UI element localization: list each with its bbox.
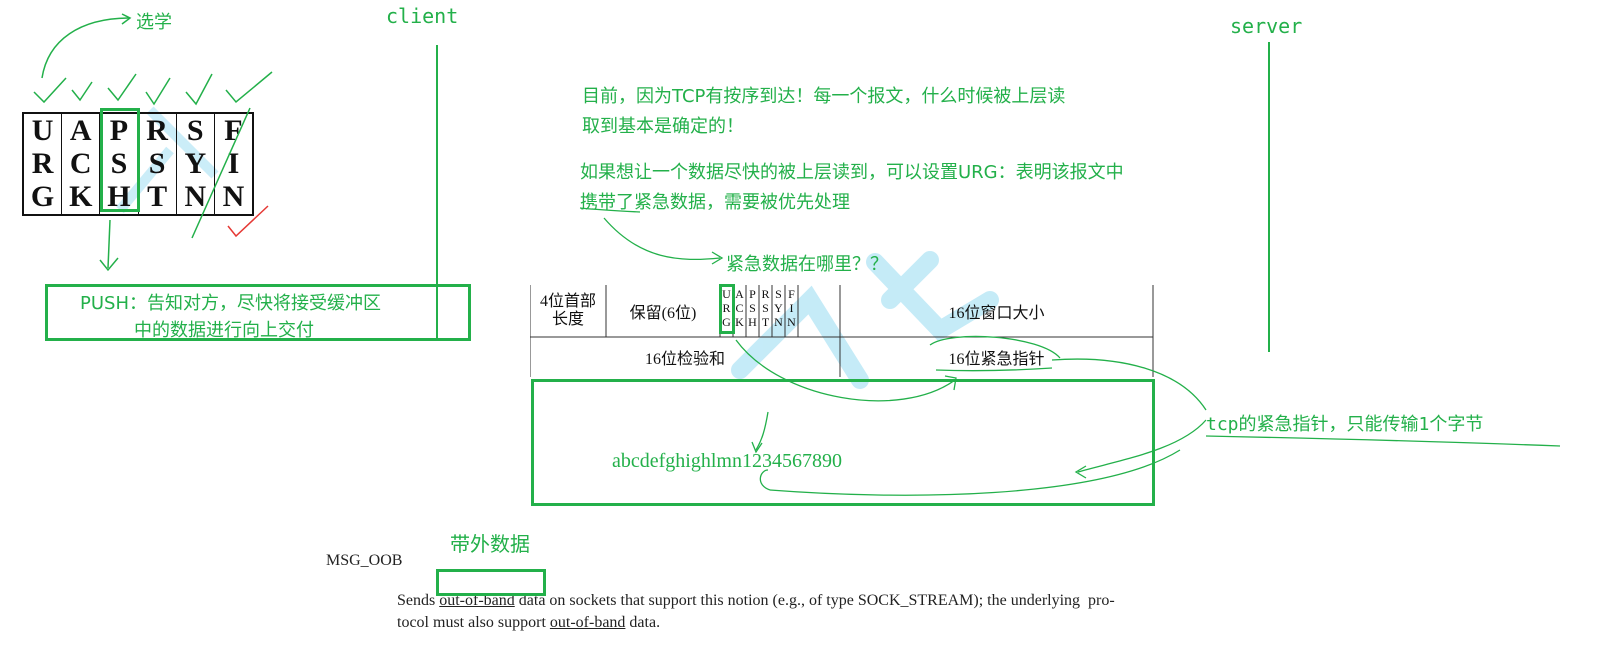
oob-term: out-of-band xyxy=(439,592,515,609)
oob-term-highlight xyxy=(436,569,546,596)
note-urg-line1: 如果想让一个数据尽快的被上层读到，可以设置URG：表明该报文中 xyxy=(580,162,1124,183)
reserved-field: 保留(6位) xyxy=(629,305,697,322)
man-line1: Sends out-of-band data on sockets that s… xyxy=(397,592,1115,609)
client-lifeline xyxy=(436,45,438,340)
urgent-pointer-field: 16位紧急指针 xyxy=(948,351,1045,368)
oob-label: 带外数据 xyxy=(450,532,530,556)
push-note-line2: 中的数据进行向上交付 xyxy=(134,320,314,341)
server-lifeline xyxy=(1268,42,1270,352)
payload-data: abcdefghighlmn1234567890 xyxy=(612,450,842,472)
note-order-line1: 目前，因为TCP有按序到达！每一个报文，什么时候被上层读 xyxy=(582,86,1066,107)
note-urg-line2: 携带了紧急数据，需要被优先处理 xyxy=(580,192,850,213)
note-where-urgent: 紧急数据在哪里？？ xyxy=(726,254,888,275)
man-title: MSG_OOB xyxy=(326,552,403,569)
flag-annotations xyxy=(33,13,273,272)
payload-box xyxy=(531,379,1155,506)
xuanxue-label: 选学 xyxy=(136,12,172,33)
note-order-line2: 取到基本是确定的！ xyxy=(582,116,744,137)
server-label: server xyxy=(1230,14,1303,38)
psh-highlight xyxy=(100,108,140,212)
urg-mini-highlight xyxy=(719,284,735,334)
push-note-box xyxy=(45,284,471,341)
man-line2: tocol must also support out-of-band data… xyxy=(397,614,661,631)
checksum-field: 16位检验和 xyxy=(644,351,725,368)
client-label: client xyxy=(386,4,459,28)
window-size-field: 16位窗口大小 xyxy=(948,305,1045,322)
oob-term-2: out-of-band xyxy=(549,614,626,631)
note-urgent-pointer: tcp的紧急指针，只能传输1个字节 xyxy=(1206,414,1484,435)
push-note-line1: PUSH：告知对方，尽快将接受缓冲区 xyxy=(80,293,381,314)
header-length-field: 4位首部 长度 xyxy=(539,293,596,328)
